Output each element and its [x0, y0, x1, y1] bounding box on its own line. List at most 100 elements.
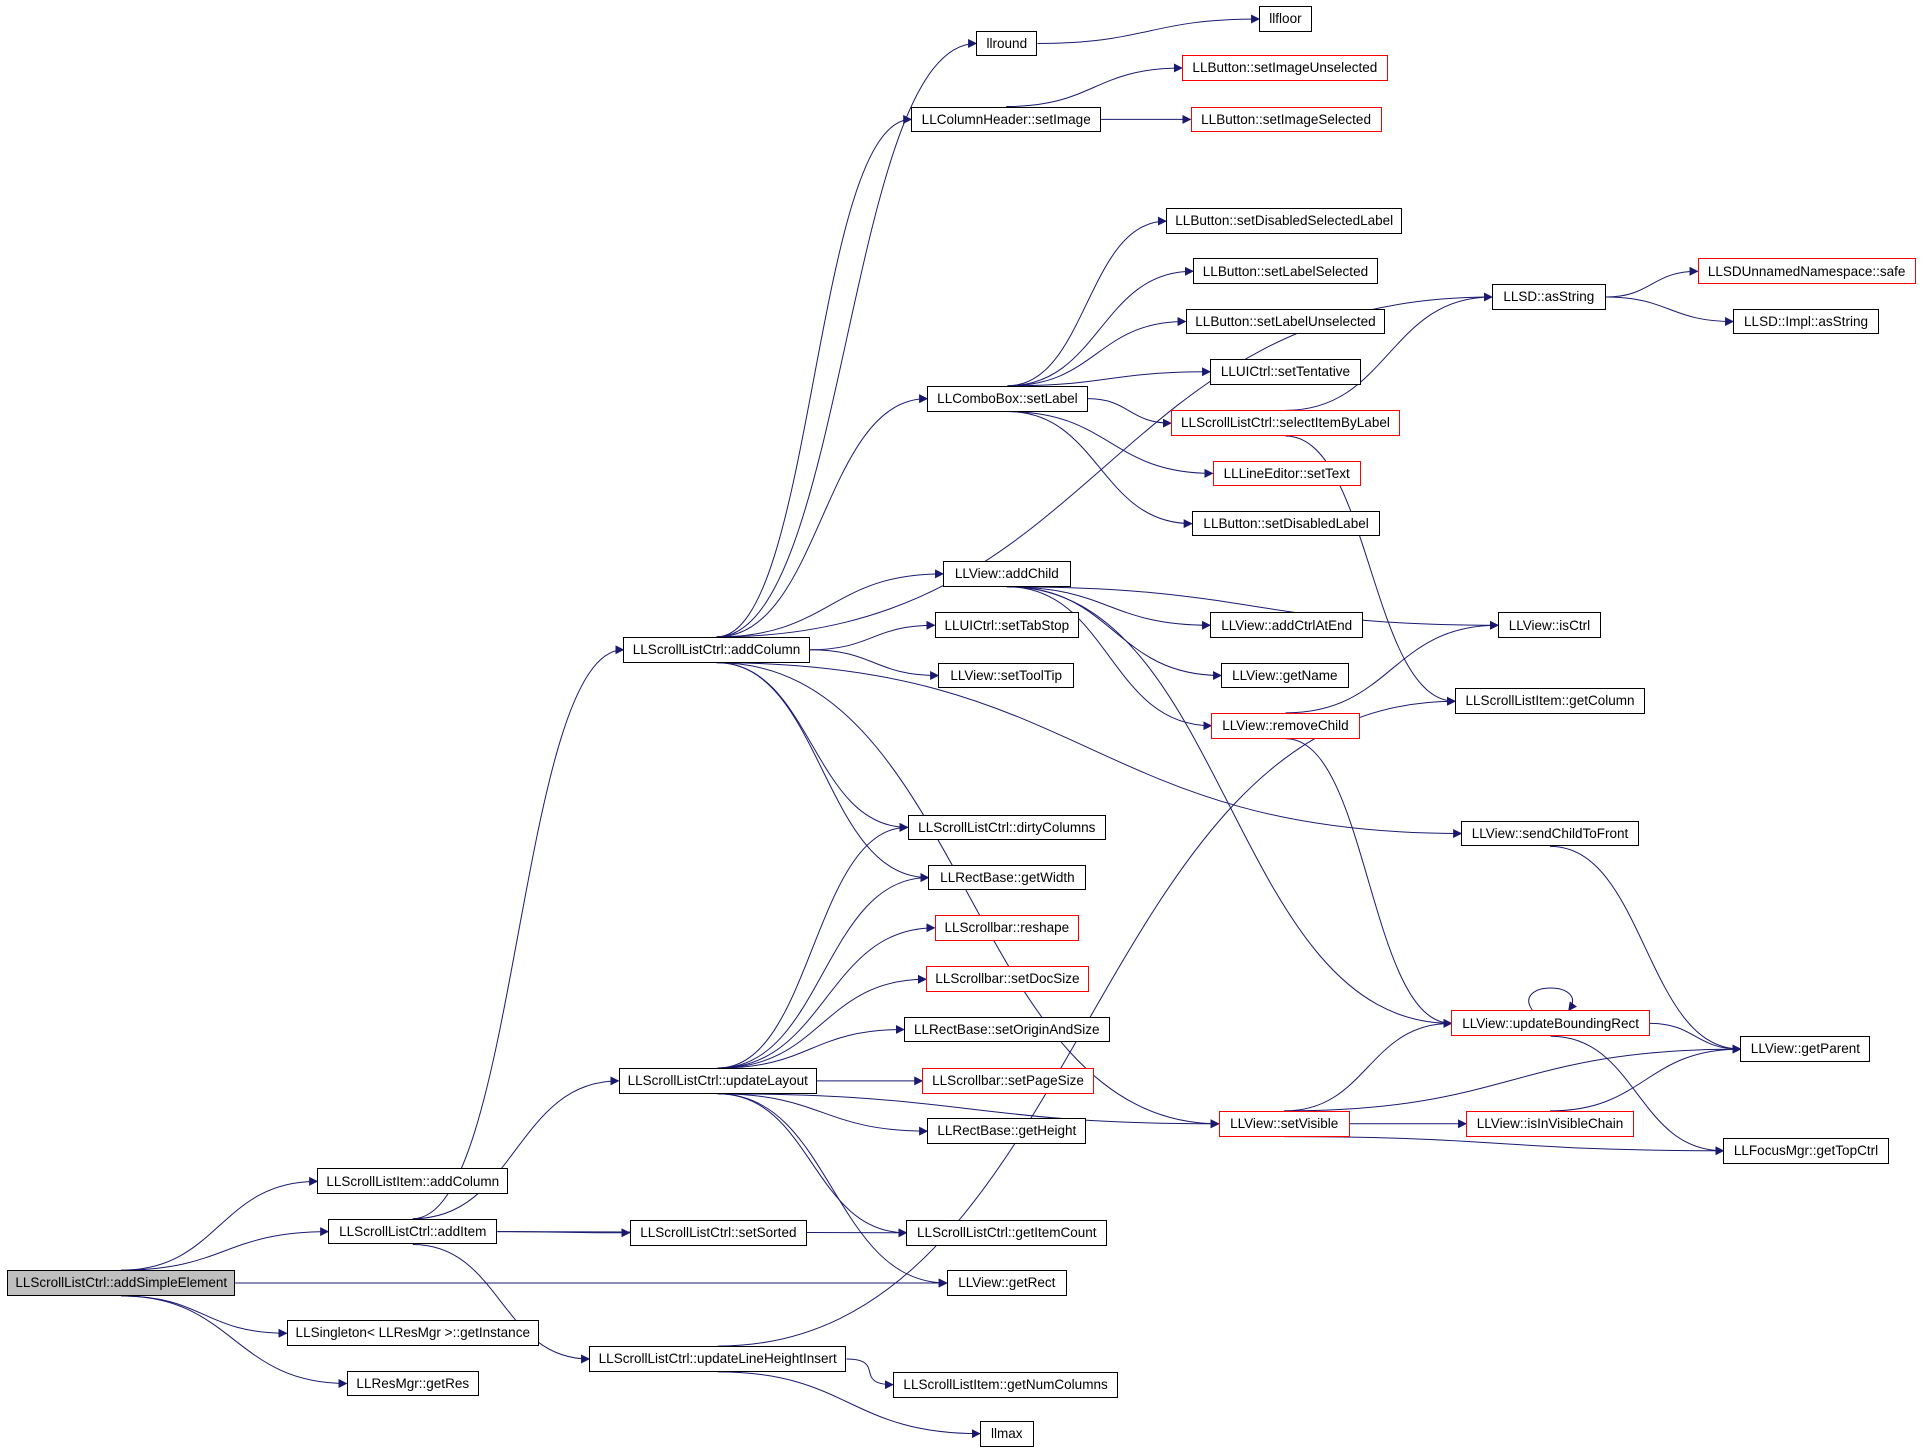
graph-node-comboSetLabel[interactable]: LLComboBox::setLabel: [927, 385, 1088, 412]
graph-node-item_getColumn[interactable]: LLScrollListItem::getColumn: [1455, 688, 1645, 715]
graph-node-asString[interactable]: LLSD::asString: [1491, 284, 1606, 310]
graph-node-setVisible[interactable]: LLView::setVisible: [1218, 1110, 1350, 1137]
edge-updateLayout-to-getHeight: [717, 1093, 929, 1136]
edge-updateLineHeightInsert-to-getNumColumns: [846, 1358, 894, 1390]
edge-comboSetLabel-to-setDisabledLabel: [1007, 411, 1193, 529]
graph-node-getInstance[interactable]: LLSingleton< LLResMgr >::getInstance: [286, 1320, 539, 1347]
edge-updateLayout-to-setOriginAndSize: [717, 1024, 905, 1069]
edge-colHeaderSetImage-to-setImageUnselected: [1006, 63, 1183, 108]
edge-comboSetLabel-to-setLabelUnselected: [1007, 317, 1187, 387]
edge-comboSetLabel-to-selectItemByLabel: [1087, 398, 1172, 428]
graph-node-setSorted[interactable]: LLScrollListCtrl::setSorted: [629, 1219, 808, 1246]
edge-selectItemByLabel-to-asString: [1285, 292, 1493, 411]
graph-node-isCtrl[interactable]: LLView::isCtrl: [1497, 612, 1601, 639]
edge-updateLayout-to-setVisible: [717, 1093, 1220, 1129]
graph-node-setLabelUnselected[interactable]: LLButton::setLabelUnselected: [1185, 308, 1386, 335]
edge-llround-to-llfloor: [1037, 14, 1261, 44]
edge-addSimpleElement-to-getInstance: [121, 1295, 288, 1338]
graph-node-reshape[interactable]: LLScrollbar::reshape: [934, 914, 1080, 941]
graph-node-addColumn[interactable]: LLScrollListCtrl::addColumn: [623, 636, 810, 663]
graph-node-item_addColumn[interactable]: LLScrollListItem::addColumn: [317, 1168, 509, 1195]
edge-isInVisibleChain-to-getParent: [1550, 1044, 1742, 1112]
edge-addColumn-to-setTabStop: [809, 620, 936, 651]
edge-addSimpleElement-to-item_addColumn: [121, 1176, 319, 1271]
graph-node-setImageUnselected[interactable]: LLButton::setImageUnselected: [1181, 55, 1388, 81]
graph-node-addItem[interactable]: LLScrollListCtrl::addItem: [328, 1218, 498, 1245]
edge-addColumn-to-sendChildToFront: [716, 662, 1463, 839]
edge-updateLayout-to-dirtyColumns: [717, 822, 909, 1069]
edge-setVisible-to-updateBoundingRect: [1284, 1018, 1453, 1112]
edge-addSimpleElement-to-getRes: [121, 1295, 348, 1388]
graph-node-getParent[interactable]: LLView::getParent: [1740, 1036, 1871, 1062]
edge-addColumn-to-setToolTip: [809, 649, 940, 680]
graph-node-getItemCount[interactable]: LLScrollListCtrl::getItemCount: [906, 1219, 1108, 1246]
edge-addChild-to-removeChild: [1006, 586, 1213, 731]
graph-node-llround[interactable]: llround: [976, 30, 1038, 57]
graph-node-sendChildToFront[interactable]: LLView::sendChildToFront: [1461, 820, 1639, 847]
edge-updateLayout-to-reshape: [717, 923, 936, 1069]
graph-node-setDocSize[interactable]: LLScrollbar::setDocSize: [925, 966, 1089, 993]
edge-addChild-to-addCtrlAtEnd: [1006, 586, 1212, 630]
graph-node-getRect[interactable]: LLView::getRect: [946, 1270, 1067, 1296]
edge-sendChildToFront-to-getParent: [1550, 845, 1742, 1054]
edge-addItem-to-updateLineHeightInsert: [412, 1243, 591, 1364]
graph-node-getName[interactable]: LLView::getName: [1221, 662, 1349, 689]
graph-node-selectItemByLabel[interactable]: LLScrollListCtrl::selectItemByLabel: [1170, 410, 1400, 437]
edge-addColumn-to-dirtyColumns: [716, 662, 909, 832]
edge-comboSetLabel-to-setTentative: [1007, 367, 1212, 387]
graph-node-updateLineHeightInsert[interactable]: LLScrollListCtrl::updateLineHeightInsert: [589, 1346, 847, 1372]
edge-updateLayout-to-getItemCount: [717, 1093, 908, 1238]
graph-node-safe[interactable]: LLSDUnnamedNamespace::safe: [1697, 258, 1916, 285]
graph-node-updateLayout[interactable]: LLScrollListCtrl::updateLayout: [618, 1068, 817, 1094]
edge-removeChild-to-updateBoundingRect: [1285, 738, 1453, 1028]
graph-node-removeChild[interactable]: LLView::removeChild: [1211, 712, 1360, 739]
edge-asString-to-implAsString: [1605, 296, 1735, 327]
edge-removeChild-to-isCtrl: [1285, 620, 1499, 714]
graph-node-setPageSize[interactable]: LLScrollbar::setPageSize: [922, 1068, 1094, 1094]
graph-node-setDisabledLabel[interactable]: LLButton::setDisabledLabel: [1191, 510, 1381, 537]
edge-setVisible-to-getTopCtrl: [1284, 1136, 1725, 1156]
graph-node-dirtyColumns[interactable]: LLScrollListCtrl::dirtyColumns: [907, 814, 1107, 841]
graph-node-colHeaderSetImage[interactable]: LLColumnHeader::setImage: [911, 106, 1102, 133]
edge-addItem-to-addColumn: [412, 645, 625, 1220]
edge-addChild-to-updateBoundingRect: [1006, 586, 1453, 1028]
graph-node-setImageSelected[interactable]: LLButton::setImageSelected: [1190, 106, 1382, 133]
edge-addChild-to-isCtrl: [1006, 586, 1499, 630]
graph-node-getWidth[interactable]: LLRectBase::getWidth: [928, 864, 1087, 891]
graph-node-addSimpleElement[interactable]: LLScrollListCtrl::addSimpleElement: [7, 1270, 236, 1296]
edge-addSimpleElement-to-addItem: [121, 1227, 330, 1271]
edge-asString-to-safe: [1605, 266, 1699, 298]
edge-addItem-to-setSorted: [497, 1228, 631, 1238]
graph-node-setTentative[interactable]: LLUICtrl::setTentative: [1210, 358, 1361, 385]
graph-node-getTopCtrl[interactable]: LLFocusMgr::getTopCtrl: [1723, 1137, 1889, 1164]
edge-updateLayout-to-getRect: [717, 1093, 948, 1288]
graph-node-setToolTip[interactable]: LLView::setToolTip: [938, 662, 1075, 689]
edge-addColumn-to-addChild: [716, 569, 945, 638]
graph-node-addChild[interactable]: LLView::addChild: [943, 560, 1071, 587]
graph-node-setTabStop[interactable]: LLUICtrl::setTabStop: [934, 612, 1080, 639]
graph-node-isInVisibleChain[interactable]: LLView::isInVisibleChain: [1466, 1110, 1634, 1137]
graph-node-setLabelSelected[interactable]: LLButton::setLabelSelected: [1192, 258, 1378, 285]
edge-addColumn-to-setVisible: [716, 662, 1220, 1129]
graph-node-getNumColumns[interactable]: LLScrollListItem::getNumColumns: [892, 1371, 1119, 1398]
edge-updateLayout-to-getWidth: [717, 873, 930, 1069]
graph-node-setOriginAndSize[interactable]: LLRectBase::setOriginAndSize: [903, 1016, 1110, 1043]
edge-addItem-to-updateLayout: [412, 1076, 620, 1220]
edge-updateBoundingRect-to-getParent: [1649, 1022, 1742, 1054]
edge-updateBoundingRect-to-getTopCtrl: [1550, 1035, 1725, 1156]
graph-node-implAsString[interactable]: LLSD::Impl::asString: [1733, 308, 1879, 335]
graph-node-llfloor[interactable]: llfloor: [1259, 6, 1312, 32]
graph-node-getHeight[interactable]: LLRectBase::getHeight: [927, 1118, 1087, 1144]
graph-node-setDisabledSelectedLabel[interactable]: LLButton::setDisabledSelectedLabel: [1166, 208, 1403, 234]
edge-addColumn-to-getWidth: [716, 662, 930, 883]
graph-node-lineEditorSetText[interactable]: LLLineEditor::setText: [1212, 460, 1361, 487]
edge-comboSetLabel-to-lineEditorSetText: [1007, 411, 1214, 478]
edge-addColumn-to-colHeaderSetImage: [716, 114, 913, 638]
edge-addColumn-to-comboSetLabel: [716, 394, 929, 638]
edge-setVisible-to-getParent: [1284, 1044, 1742, 1112]
graph-node-llmax[interactable]: llmax: [979, 1420, 1034, 1447]
graph-node-updateBoundingRect[interactable]: LLView::updateBoundingRect: [1451, 1010, 1650, 1037]
graph-node-getRes[interactable]: LLResMgr::getRes: [346, 1370, 479, 1397]
graph-node-addCtrlAtEnd[interactable]: LLView::addCtrlAtEnd: [1210, 612, 1364, 639]
